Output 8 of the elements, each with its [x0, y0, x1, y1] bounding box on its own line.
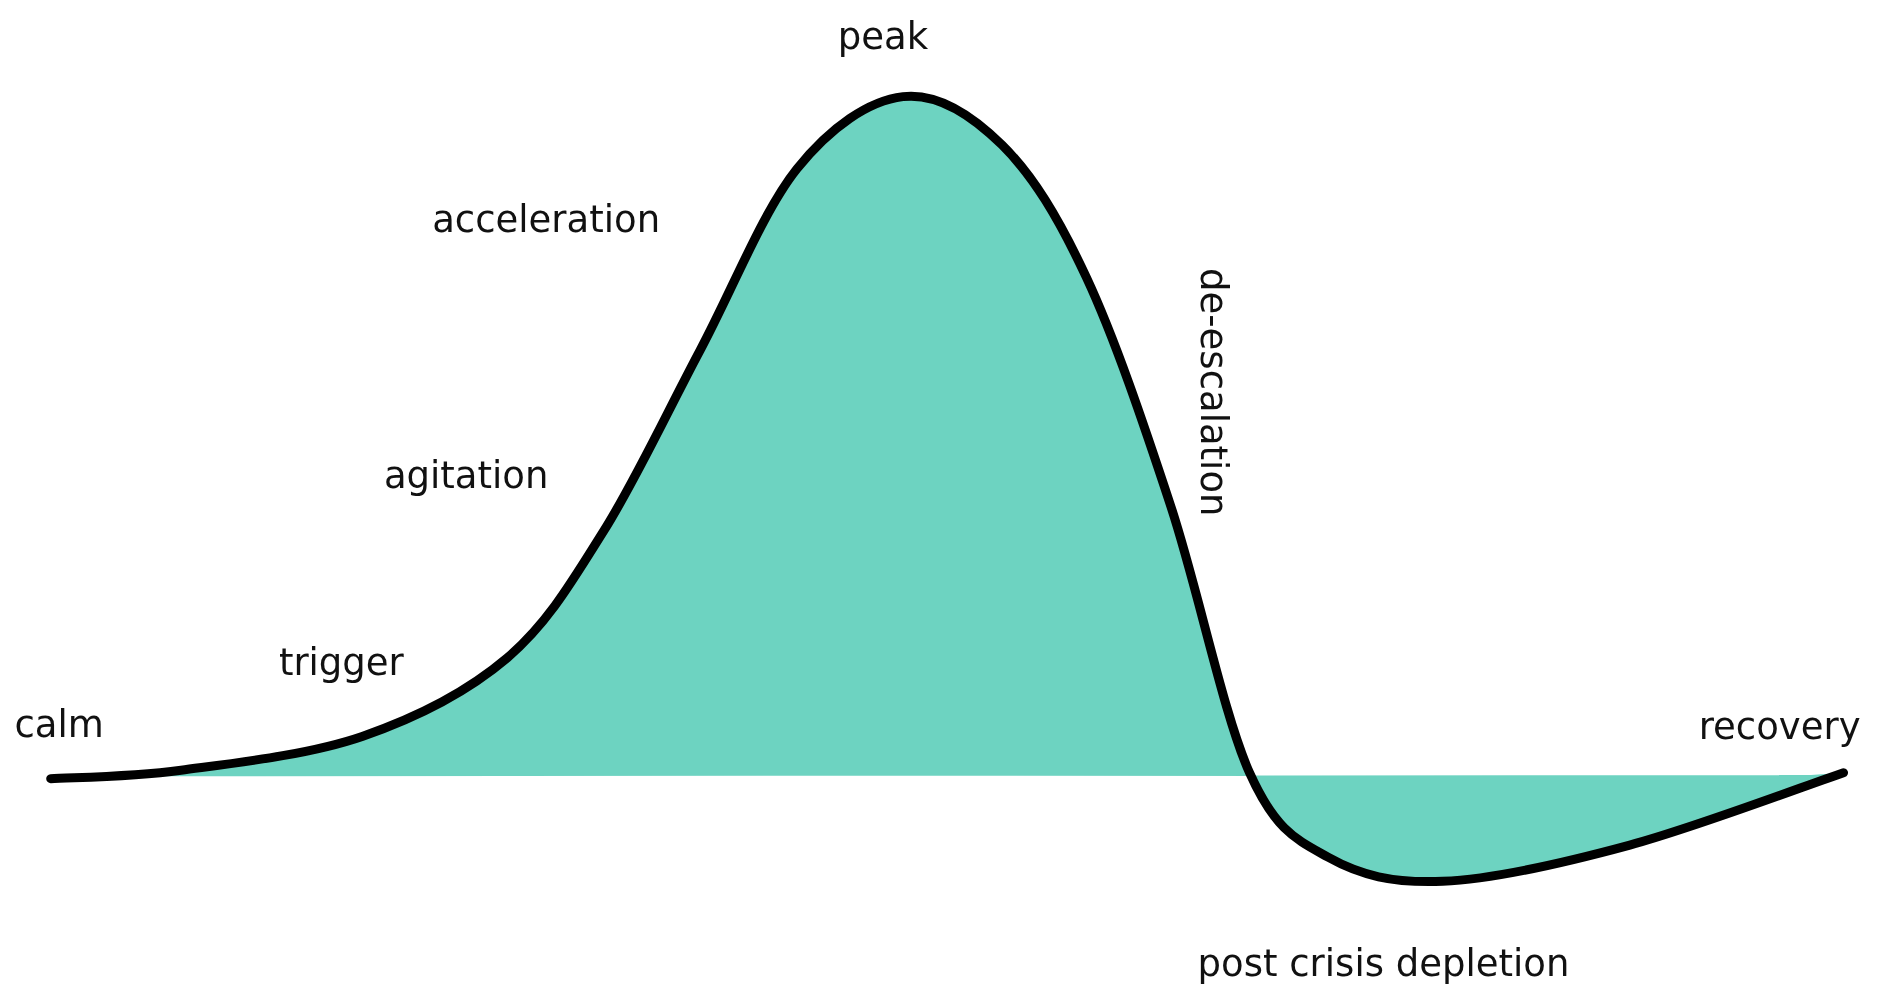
stage-label: post crisis depletion [1197, 944, 1570, 985]
stage-label: recovery [1698, 707, 1861, 749]
stage-label: calm [14, 705, 104, 746]
stage-label: acceleration [432, 200, 661, 242]
stage-label: de-escalation [1192, 268, 1234, 517]
stage-label: agitation [383, 456, 549, 498]
stage-label: peak [837, 16, 929, 58]
stage-label: trigger [278, 643, 404, 685]
